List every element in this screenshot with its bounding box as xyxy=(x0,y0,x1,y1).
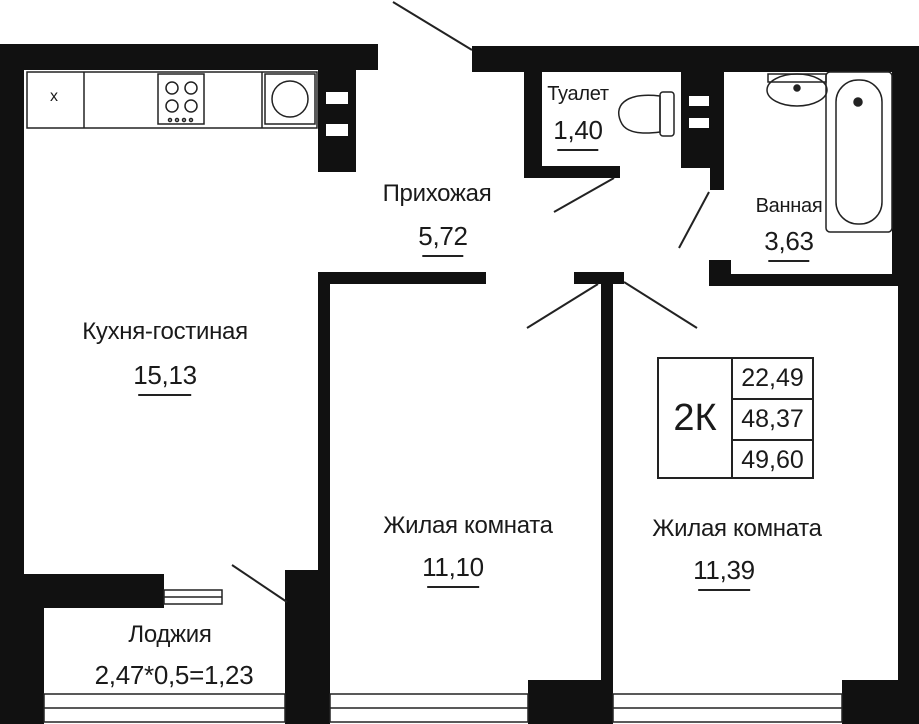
wall-bath-left xyxy=(710,70,724,190)
room-name-living-2: Жилая комната xyxy=(652,515,822,542)
room-name-toilet: Туалет xyxy=(547,83,609,105)
wall-bath-bottom-2 xyxy=(709,274,919,286)
wall-right-lower xyxy=(898,280,919,724)
room-area-toilet: 1,40 xyxy=(553,115,603,151)
door-room1 xyxy=(526,283,599,329)
door-toilet xyxy=(553,177,615,213)
wall-bottom-mid xyxy=(528,680,613,724)
wall-toilet-left xyxy=(524,70,542,174)
summary-living-area: 22,49 xyxy=(733,359,812,400)
door-bathroom xyxy=(678,191,710,249)
wall-loggia-top xyxy=(24,574,164,608)
wall-toilet-bottom xyxy=(524,166,620,178)
windows xyxy=(43,589,843,723)
wall-kitchen-pillar xyxy=(318,70,356,172)
room-name-bathroom: Ванная xyxy=(755,195,823,217)
stove-icon xyxy=(157,73,205,125)
wall-right xyxy=(892,46,919,286)
counter xyxy=(26,71,318,129)
room-area-living-1: 11,10 xyxy=(422,552,484,588)
wall-divider xyxy=(601,272,613,724)
room-area-loggia: 2,47*0,5=1,23 xyxy=(94,660,254,690)
room-name-living-1: Жилая комната xyxy=(383,512,553,539)
wall-top-left xyxy=(0,44,378,70)
inner-wall-strips xyxy=(326,92,709,136)
room-name-kitchen: Кухня-гостиная xyxy=(82,318,248,345)
wall-pillar-mid xyxy=(285,570,330,724)
toilet-bowl-icon xyxy=(617,94,661,134)
door-swings xyxy=(231,1,710,603)
summary-total-with-loggia: 49,60 xyxy=(741,446,804,474)
room-area-living-2: 11,39 xyxy=(693,555,755,591)
apartment-type: 2К xyxy=(659,359,733,477)
toilet-tank-icon xyxy=(659,91,675,137)
sink-icon xyxy=(264,73,316,125)
walls xyxy=(0,44,919,724)
wall-left xyxy=(0,44,24,574)
room-name-hallway: Прихожая xyxy=(382,180,492,207)
wall-loggia-left xyxy=(0,574,44,724)
bath-fixtures xyxy=(766,71,893,233)
cabinet-mark: x xyxy=(50,88,58,105)
wall-divider-top xyxy=(574,272,624,284)
wall-top-right xyxy=(472,46,919,72)
toilet-fixture xyxy=(617,91,675,137)
bathtub-icon xyxy=(825,71,893,233)
room-area-kitchen: 15,13 xyxy=(133,360,197,396)
room-area-bathroom: 3,63 xyxy=(764,226,814,262)
door-room2 xyxy=(623,281,698,329)
summary-total-area: 48,37 xyxy=(733,400,812,441)
apartment-summary: 2К 22,49 48,37 49,60 xyxy=(657,357,814,479)
kitchen-counter xyxy=(26,71,318,129)
wall-room1-top xyxy=(318,272,486,284)
room-area-hallway: 5,72 xyxy=(418,221,468,257)
room-name-loggia: Лоджия xyxy=(128,621,212,648)
door-loggia xyxy=(231,564,288,603)
wall-bottom-right xyxy=(842,680,919,724)
door-entrance xyxy=(392,1,473,51)
